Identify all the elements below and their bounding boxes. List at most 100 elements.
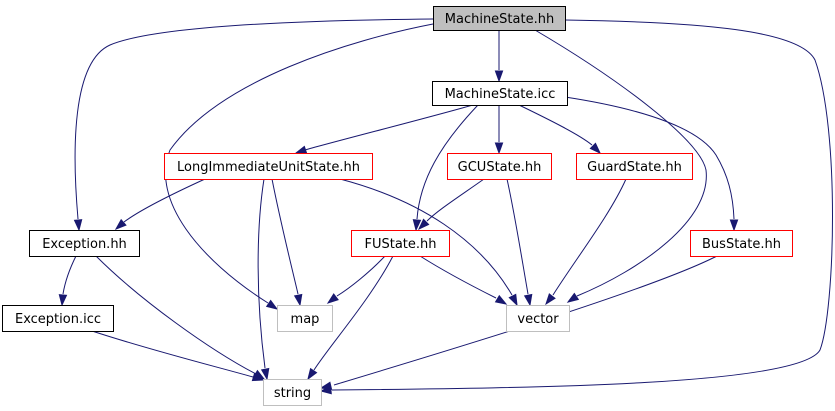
edge-line [564,96,735,220]
edge-machinestate_hh-to-vector [534,29,707,303]
edge-longimm-to-exception_hh [114,178,206,230]
arrow-head [326,293,339,304]
node-label: MachineState.hh [445,12,554,27]
node-label: map [291,312,320,327]
edge-machinestate_hh-to-map [165,23,434,310]
nodes-layer: MachineState.hhMachineState.iccLongImmed… [2,6,793,406]
arrow-head [319,381,333,390]
edge-line [426,178,485,222]
node-box[interactable] [506,305,570,332]
node-box[interactable] [263,379,322,406]
edge-line [506,178,529,295]
edge-machinestate_icc-to-guardstate [518,104,602,155]
edge-line [165,23,434,304]
arrow-head [494,142,504,155]
edge-line [91,330,254,378]
node-label: string [274,386,311,401]
arrow-head [294,145,308,154]
edge-line [331,19,833,391]
arrow-head [494,294,508,305]
node-fustate[interactable]: FUState.hh [351,230,450,257]
edge-line [123,178,206,223]
arrow-head [494,70,504,83]
node-box[interactable] [447,153,552,180]
arrow-head [58,294,68,307]
node-machinestate_hh[interactable]: MachineState.hh [433,6,566,31]
edge-machinestate_hh-to-exception_hh [73,18,434,232]
edge-line [416,104,479,220]
node-label: Exception.icc [15,312,101,327]
node-box[interactable] [690,230,793,257]
edge-exception_hh-to-exception_icc [58,255,77,307]
arrow-head [114,218,127,230]
edge-line [518,104,593,146]
node-string[interactable]: string [263,379,322,406]
node-label: BusState.hh [702,237,781,252]
edge-line [552,178,627,296]
edge-line [336,255,386,297]
node-label: MachineState.icc [445,87,556,102]
node-box[interactable] [29,230,140,257]
node-box[interactable] [432,81,568,106]
arrow-head [417,218,430,231]
node-label: FUState.hh [364,237,436,252]
edge-line [74,18,434,220]
arrow-head [260,367,270,381]
arrow-head [412,219,422,232]
node-longimm[interactable]: LongImmediateUnitState.hh [164,153,373,180]
edge-line [534,29,707,297]
arrow-head [265,299,279,310]
edge-longimm-to-vector [339,178,518,307]
node-label: Exception.hh [42,237,127,252]
node-box[interactable] [351,230,450,257]
edge-fustate-to-map [326,255,386,304]
node-label: vector [517,312,559,327]
node-exception_icc[interactable]: Exception.icc [2,305,114,332]
edges-layer [58,18,833,395]
node-box[interactable] [576,153,693,180]
node-label: GCUState.hh [458,160,542,175]
edge-exception_icc-to-string [91,330,265,382]
edge-line [257,178,266,369]
node-label: LongImmediateUnitState.hh [177,160,360,175]
arrow-head [293,293,303,307]
arrow-head [589,142,602,155]
node-gcustate[interactable]: GCUState.hh [447,153,552,180]
edge-longimm-to-string [257,178,270,381]
edge-machinestate_hh-to-machinestate_icc [494,30,504,83]
node-guardstate[interactable]: GuardState.hh [576,153,693,180]
edge-gcustate-to-vector [506,178,533,307]
node-vector[interactable]: vector [506,305,570,332]
node-box[interactable] [277,305,333,332]
node-exception_hh[interactable]: Exception.hh [29,230,140,257]
node-machinestate_icc[interactable]: MachineState.icc [432,81,568,106]
node-busstate[interactable]: BusState.hh [690,230,793,257]
edge-guardstate-to-vector [545,178,627,306]
edge-machinestate_icc-to-gcustate [494,105,504,155]
node-box[interactable] [164,153,373,180]
edge-machinestate_hh-to-string [319,19,833,395]
node-box[interactable] [433,6,566,31]
edge-line [95,255,257,375]
arrow-head [729,219,739,232]
edge-fustate-to-string [307,255,394,381]
node-label: GuardState.hh [587,160,682,175]
edge-machinestate_icc-to-busstate [564,96,739,232]
arrow-head [73,219,83,232]
edge-line [271,178,299,295]
edge-machinestate_icc-to-fustate [412,104,479,232]
arrow-head [251,372,265,382]
edge-line [62,255,77,295]
edge-line [313,255,394,371]
node-box[interactable] [2,305,114,332]
arrow-head [307,367,318,381]
arrow-head [545,293,556,306]
arrow-head [508,293,518,307]
node-map[interactable]: map [277,305,333,332]
edge-machinestate_icc-to-longimm [294,104,474,154]
arrow-head [523,293,533,307]
edge-line [339,178,513,296]
edge-line [304,104,474,151]
edge-exception_hh-to-string [95,255,266,380]
